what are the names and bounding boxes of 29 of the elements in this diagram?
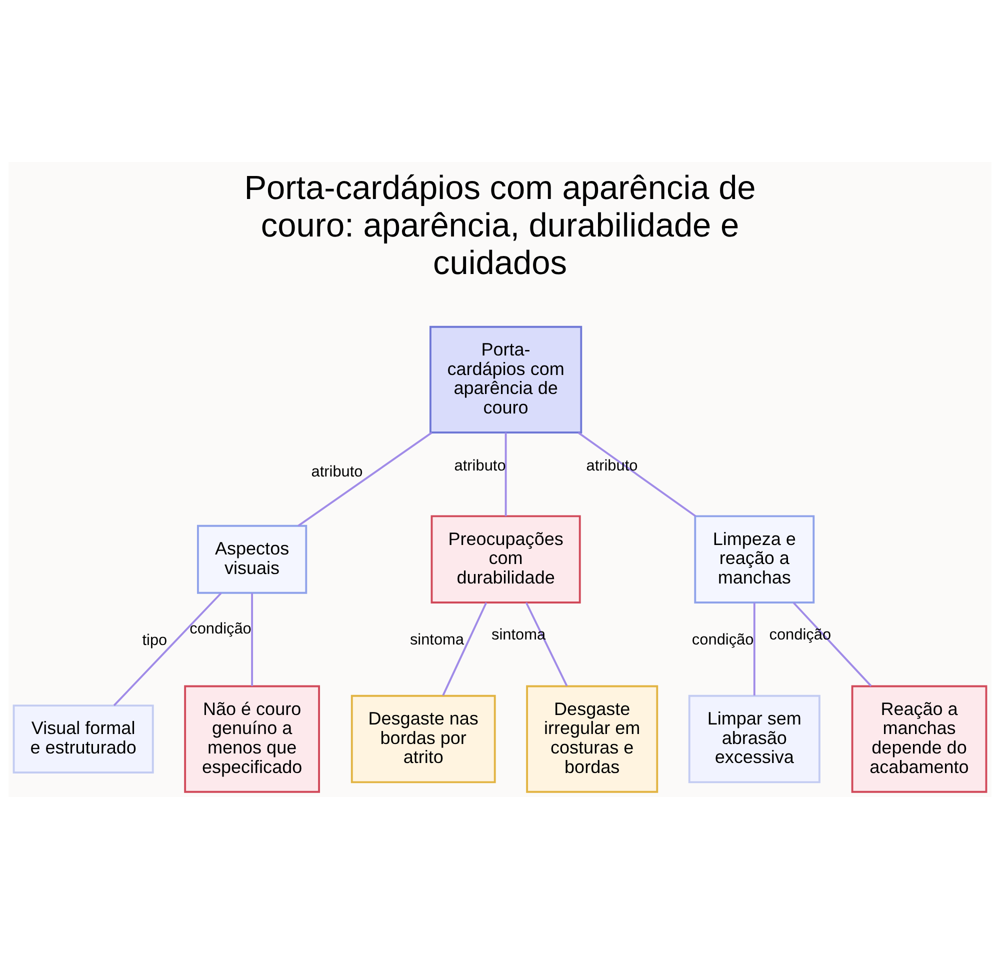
node-box: Aspectos visuais bbox=[197, 524, 308, 594]
edge-label: tipo bbox=[142, 631, 168, 648]
node-box: Não é couro genuíno a menos que especificado bbox=[184, 684, 320, 792]
connector bbox=[525, 602, 568, 686]
connector bbox=[251, 592, 254, 686]
connector bbox=[578, 431, 696, 516]
node-box: Reação a manchas depende do acabamento bbox=[851, 684, 988, 792]
connector bbox=[113, 592, 222, 706]
edge-label: condição bbox=[692, 631, 754, 648]
node-box: Desgaste nas bordas por atrito bbox=[350, 694, 496, 783]
edge-label: atributo bbox=[311, 462, 363, 480]
connector bbox=[504, 432, 507, 516]
node-box: Limpeza e reação a manchas bbox=[694, 514, 815, 603]
connector bbox=[298, 431, 432, 526]
connector bbox=[753, 602, 756, 695]
edge-label: condição bbox=[190, 620, 252, 638]
connector bbox=[792, 601, 872, 686]
node-box: Preocupações com durabilidade bbox=[430, 514, 581, 603]
diagram-title: Porta-cardápios com aparência de couro: aparência, durabilidade e cuidados bbox=[244, 170, 756, 282]
edge-label: atributo bbox=[454, 457, 506, 474]
node-box: Visual formal e estruturado bbox=[12, 704, 154, 773]
node-box: Porta-cardápios com aparência de couro bbox=[429, 325, 582, 433]
node-box: Limpar sem abrasão excessiva bbox=[688, 694, 820, 783]
edge-label: sintoma bbox=[492, 626, 546, 643]
edge-label: atributo bbox=[586, 457, 638, 474]
edge-label: sintoma bbox=[410, 631, 464, 648]
edge-label: condição bbox=[769, 626, 832, 643]
node-box: Desgaste irregular em costuras e bordas bbox=[526, 684, 658, 792]
connector bbox=[442, 602, 488, 696]
